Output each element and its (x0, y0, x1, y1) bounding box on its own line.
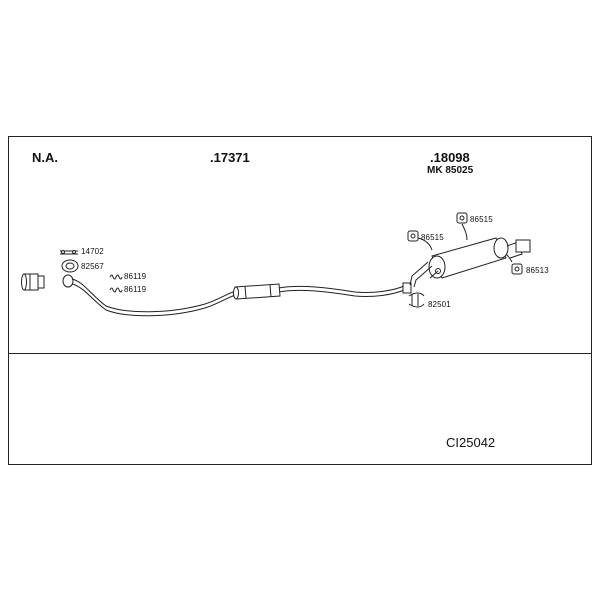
part-label-86119-b: 86119 (124, 285, 147, 294)
diagram-frame (8, 136, 592, 465)
header-na: N.A. (32, 150, 58, 165)
header-front-pipe: .17371 (210, 150, 250, 165)
catalytic-converter[interactable] (21, 273, 45, 291)
part-label-86515-a: 86515 (421, 233, 444, 242)
mount-86515-a[interactable] (407, 230, 433, 251)
rear-muffler-18098[interactable] (409, 237, 531, 288)
springs-86119[interactable] (109, 274, 123, 293)
part-label-82567: 82567 (81, 262, 104, 271)
part-label-82501: 82501 (428, 300, 451, 309)
mounting-kit-label: MK 85025 (427, 165, 474, 176)
part-label-14702: 14702 (81, 247, 104, 256)
ring-82567[interactable] (61, 259, 79, 273)
diagram-code: CI25042 (446, 435, 496, 450)
header-rear-muffler: .18098 (430, 150, 470, 165)
mount-86513[interactable] (505, 253, 523, 275)
part-label-86513: 86513 (526, 266, 549, 275)
section-divider (8, 353, 592, 354)
gasket-14702[interactable] (60, 250, 78, 255)
clamp-82501[interactable] (408, 292, 425, 308)
mount-86515-b[interactable] (456, 212, 468, 241)
part-label-86119-a: 86119 (124, 272, 147, 281)
part-label-86515-b: 86515 (470, 215, 493, 224)
front-pipe-17371[interactable] (62, 274, 412, 317)
middle-muffler[interactable] (233, 283, 281, 300)
